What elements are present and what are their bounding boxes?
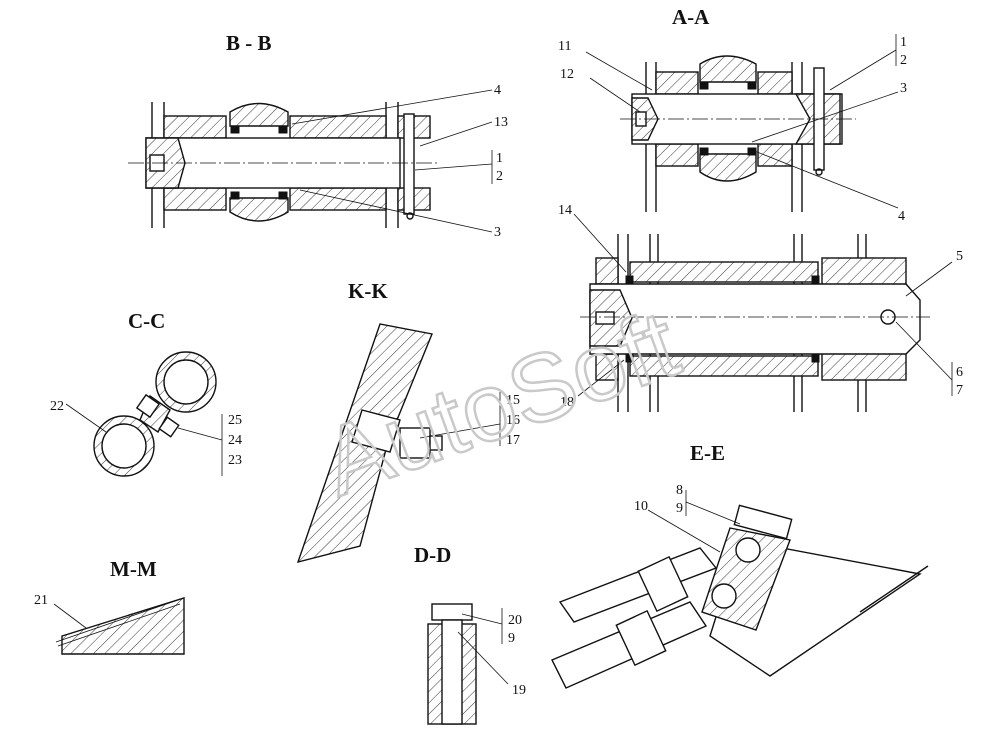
label-6: 6: [956, 365, 963, 380]
view-ee-title: E-E: [690, 441, 725, 465]
view-cc: C-C 22 25 24 23: [50, 309, 242, 477]
view-cc-title: C-C: [128, 309, 165, 333]
label-4: 4: [494, 83, 501, 98]
label-19: 19: [512, 683, 526, 698]
label-2-aa: 2: [900, 53, 907, 68]
label-12: 12: [560, 67, 574, 82]
view-mm-title: M-M: [110, 557, 157, 581]
label-21: 21: [34, 593, 48, 608]
label-20: 20: [508, 613, 522, 628]
view-aa: A-A 11 12 1 2 3 4: [558, 5, 907, 224]
view-dd-title: D-D: [414, 543, 451, 567]
label-17: 17: [506, 433, 520, 448]
label-1: 1: [496, 151, 503, 166]
label-11: 11: [558, 39, 571, 54]
view-bb: B - B 4 13 1 2: [128, 31, 508, 240]
label-8: 8: [676, 483, 683, 498]
label-4-aa: 4: [898, 209, 905, 224]
view-bb-title: B - B: [226, 31, 272, 55]
view-aa-title: A-A: [672, 5, 710, 29]
label-5: 5: [956, 249, 963, 264]
label-13: 13: [494, 115, 508, 130]
label-23: 23: [228, 453, 242, 468]
label-3: 3: [494, 225, 501, 240]
label-16: 16: [506, 413, 520, 428]
label-9-dd: 9: [508, 631, 515, 646]
label-24: 24: [228, 433, 242, 448]
watermark-text: AutoSoft: [309, 290, 692, 516]
label-14: 14: [558, 203, 572, 218]
view-dd: D-D 20 9 19: [414, 543, 526, 725]
view-kk-title: K-K: [348, 279, 388, 303]
label-3-aa: 3: [900, 81, 907, 96]
label-10: 10: [634, 499, 648, 514]
view-mm: M-M 21: [34, 557, 185, 655]
label-2: 2: [496, 169, 503, 184]
label-1-aa: 1: [900, 35, 907, 50]
label-7: 7: [956, 383, 963, 398]
label-15: 15: [506, 393, 520, 408]
label-9-ee: 9: [676, 501, 683, 516]
label-18: 18: [560, 395, 574, 410]
view-kk: K-K 15 16 17: [296, 279, 520, 564]
label-25: 25: [228, 413, 242, 428]
view-ee: E-E 8 9 10: [551, 441, 929, 689]
view-aa-lower: 14 5 6 7 18: [558, 203, 963, 412]
label-22: 22: [50, 399, 64, 414]
